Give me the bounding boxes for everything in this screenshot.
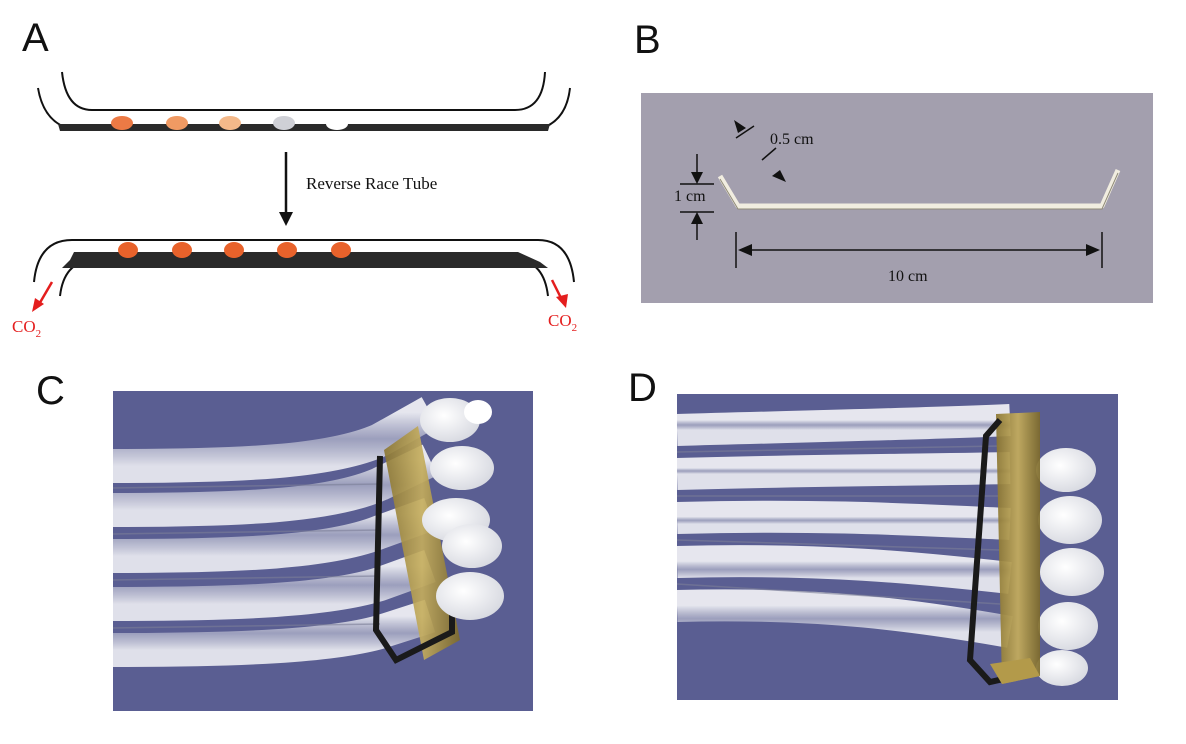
conidia-band-b4 xyxy=(277,242,297,258)
bracket-shape xyxy=(717,168,1121,209)
brass-clip xyxy=(996,412,1040,684)
panel-c-photo xyxy=(112,391,533,711)
conidia-band-b1 xyxy=(118,242,138,258)
co2-left: CO2 xyxy=(12,281,54,340)
conidia-band-5 xyxy=(326,118,348,130)
conidia-band-b2 xyxy=(172,242,192,258)
panel-letter-b: B xyxy=(634,18,661,62)
cotton-plug xyxy=(1036,650,1088,686)
dim-arrow-icon xyxy=(738,244,752,256)
cotton-plug xyxy=(1038,496,1102,544)
co2-label-right: CO2 xyxy=(548,311,577,334)
panel-letter-c: C xyxy=(36,369,65,413)
red-arrow-icon xyxy=(556,294,568,308)
arrow-head-icon xyxy=(279,212,293,226)
red-arrow-icon xyxy=(32,298,44,312)
race-tube-bottom xyxy=(33,239,575,297)
panel-d-photo xyxy=(676,394,1118,700)
panel-a-diagram: Reverse Race Tube CO2 CO2 xyxy=(12,71,577,340)
race-tube-top xyxy=(37,71,571,131)
co2-right: CO2 xyxy=(548,279,577,334)
dim-arrow-icon xyxy=(734,120,746,133)
panel-letter-d: D xyxy=(628,366,657,410)
conidia-band-3 xyxy=(219,116,241,130)
co2-label-left: CO2 xyxy=(12,317,41,340)
conidia-band-1 xyxy=(111,116,133,130)
dim-label-tip: 0.5 cm xyxy=(770,131,814,148)
conidia-band-2 xyxy=(166,116,188,130)
dim-label-height: 1 cm xyxy=(674,188,706,205)
cotton-plug xyxy=(430,446,494,490)
cotton-plug xyxy=(1040,548,1104,596)
conidia-band-4 xyxy=(273,116,295,130)
dim-label-length: 10 cm xyxy=(888,268,928,285)
conidia-band-b3 xyxy=(224,242,244,258)
cotton-plug xyxy=(464,400,492,424)
dim-arrow-icon xyxy=(772,170,786,182)
cotton-plug xyxy=(436,572,504,620)
cotton-plug xyxy=(442,524,502,568)
rubber-band xyxy=(372,455,455,664)
dim-arrow-icon xyxy=(691,212,703,224)
arrow-label: Reverse Race Tube xyxy=(306,174,437,193)
cotton-plug xyxy=(1038,602,1098,650)
dim-arrow-icon xyxy=(1086,244,1100,256)
panel-letter-a: A xyxy=(22,16,49,60)
dim-arrow-icon xyxy=(691,172,703,184)
cotton-plug xyxy=(1036,448,1096,492)
conidia-band-b5 xyxy=(331,242,351,258)
panel-b-photo: 0.5 cm 1 cm 10 cm xyxy=(641,93,1153,303)
